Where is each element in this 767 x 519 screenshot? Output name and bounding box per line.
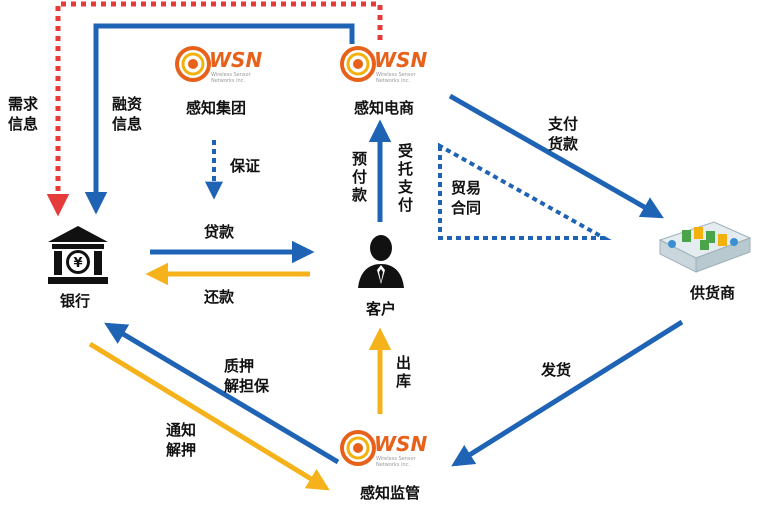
wsn-logo-subtext: Wireless Sensor Networks Inc. bbox=[376, 72, 416, 84]
svg-text:¥: ¥ bbox=[73, 256, 82, 271]
label-pay-goods: 支付 货款 bbox=[548, 114, 578, 154]
arrow-demand-info bbox=[46, 1, 383, 217]
label-pledge-release: 质押 解担保 bbox=[224, 356, 269, 396]
label-financing-info-line2: 信息 bbox=[112, 115, 143, 133]
wsn-logo-supervision: WSN Wireless Sensor Networks Inc. bbox=[338, 424, 434, 470]
wsn-logo-text: WSN bbox=[374, 432, 428, 456]
arrow-pay-goods bbox=[448, 93, 664, 219]
label-demand-info-line1: 需求 bbox=[8, 95, 39, 113]
label-out-warehouse-line2: 库 bbox=[396, 372, 412, 390]
label-demand-info-line2: 信息 bbox=[8, 115, 39, 133]
label-pledge-release-line1: 质押 bbox=[224, 357, 255, 375]
label-notify-release: 通知 解押 bbox=[166, 420, 196, 460]
node-bank: 银行 bbox=[60, 292, 91, 310]
label-pledge-release-line2: 解担保 bbox=[224, 377, 270, 395]
warehouse-icon bbox=[658, 221, 752, 273]
label-out-warehouse: 出 库 bbox=[396, 354, 411, 390]
wsn-logo-subtext: Wireless Sensor Networks Inc. bbox=[211, 72, 251, 84]
node-ecommerce: 感知电商 bbox=[354, 99, 415, 117]
arrow-ship bbox=[451, 319, 684, 467]
label-loan: 贷款 bbox=[204, 223, 235, 241]
customer-person-icon bbox=[358, 235, 404, 288]
wsn-logo-text: WSN bbox=[209, 48, 263, 72]
wsn-logo-ecommerce: WSN Wireless Sensor Networks Inc. bbox=[338, 40, 434, 86]
wsn-swoosh-icon bbox=[175, 46, 211, 82]
node-supervision: 感知监管 bbox=[360, 484, 421, 502]
label-notify-release-line2: 解押 bbox=[166, 441, 197, 459]
label-trade-contract-line1: 贸易 bbox=[451, 179, 482, 197]
label-entrusted-pay-line3: 支 bbox=[398, 178, 414, 196]
arrow-notify-release bbox=[88, 341, 330, 491]
node-group: 感知集团 bbox=[186, 99, 247, 117]
wsn-swoosh-icon bbox=[340, 430, 376, 466]
trade-contract-triangle bbox=[438, 142, 612, 240]
label-prepay-line1: 预 bbox=[352, 150, 368, 168]
node-customer: 客户 bbox=[366, 300, 397, 318]
wsn-swoosh-icon bbox=[340, 46, 376, 82]
label-prepay: 预 付 款 bbox=[352, 150, 367, 204]
label-entrusted-pay-line4: 付 bbox=[398, 196, 414, 214]
arrow-financing-info bbox=[84, 23, 355, 215]
wsn-logo-text: WSN bbox=[374, 48, 428, 72]
label-financing-info: 融资 信息 bbox=[112, 94, 142, 134]
label-financing-info-line1: 融资 bbox=[112, 95, 143, 113]
label-notify-release-line1: 通知 bbox=[166, 421, 197, 439]
label-pay-goods-line1: 支付 bbox=[548, 115, 579, 133]
wsn-logo-group: WSN Wireless Sensor Networks Inc. bbox=[173, 40, 269, 86]
label-entrusted-pay-line1: 受 bbox=[398, 142, 414, 160]
label-out-warehouse-line1: 出 bbox=[396, 354, 412, 372]
label-prepay-line3: 款 bbox=[352, 186, 368, 204]
label-ship: 发货 bbox=[541, 361, 572, 379]
label-entrusted-pay: 受 托 支 付 bbox=[398, 142, 413, 214]
node-supplier: 供货商 bbox=[690, 284, 736, 302]
wsn-logo-subtext: Wireless Sensor Networks Inc. bbox=[376, 456, 416, 468]
label-trade-contract-line2: 合同 bbox=[451, 199, 482, 217]
label-entrusted-pay-line2: 托 bbox=[398, 160, 414, 178]
label-repayment: 还款 bbox=[204, 288, 235, 306]
bank-icon: ¥ bbox=[48, 226, 108, 284]
arrow-pledge-release bbox=[104, 322, 340, 465]
label-demand-info: 需求 信息 bbox=[8, 94, 38, 134]
label-prepay-line2: 付 bbox=[352, 168, 368, 186]
label-trade-contract: 贸易 合同 bbox=[451, 178, 481, 218]
label-guarantee: 保证 bbox=[230, 157, 261, 175]
label-pay-goods-line2: 货款 bbox=[548, 135, 579, 153]
